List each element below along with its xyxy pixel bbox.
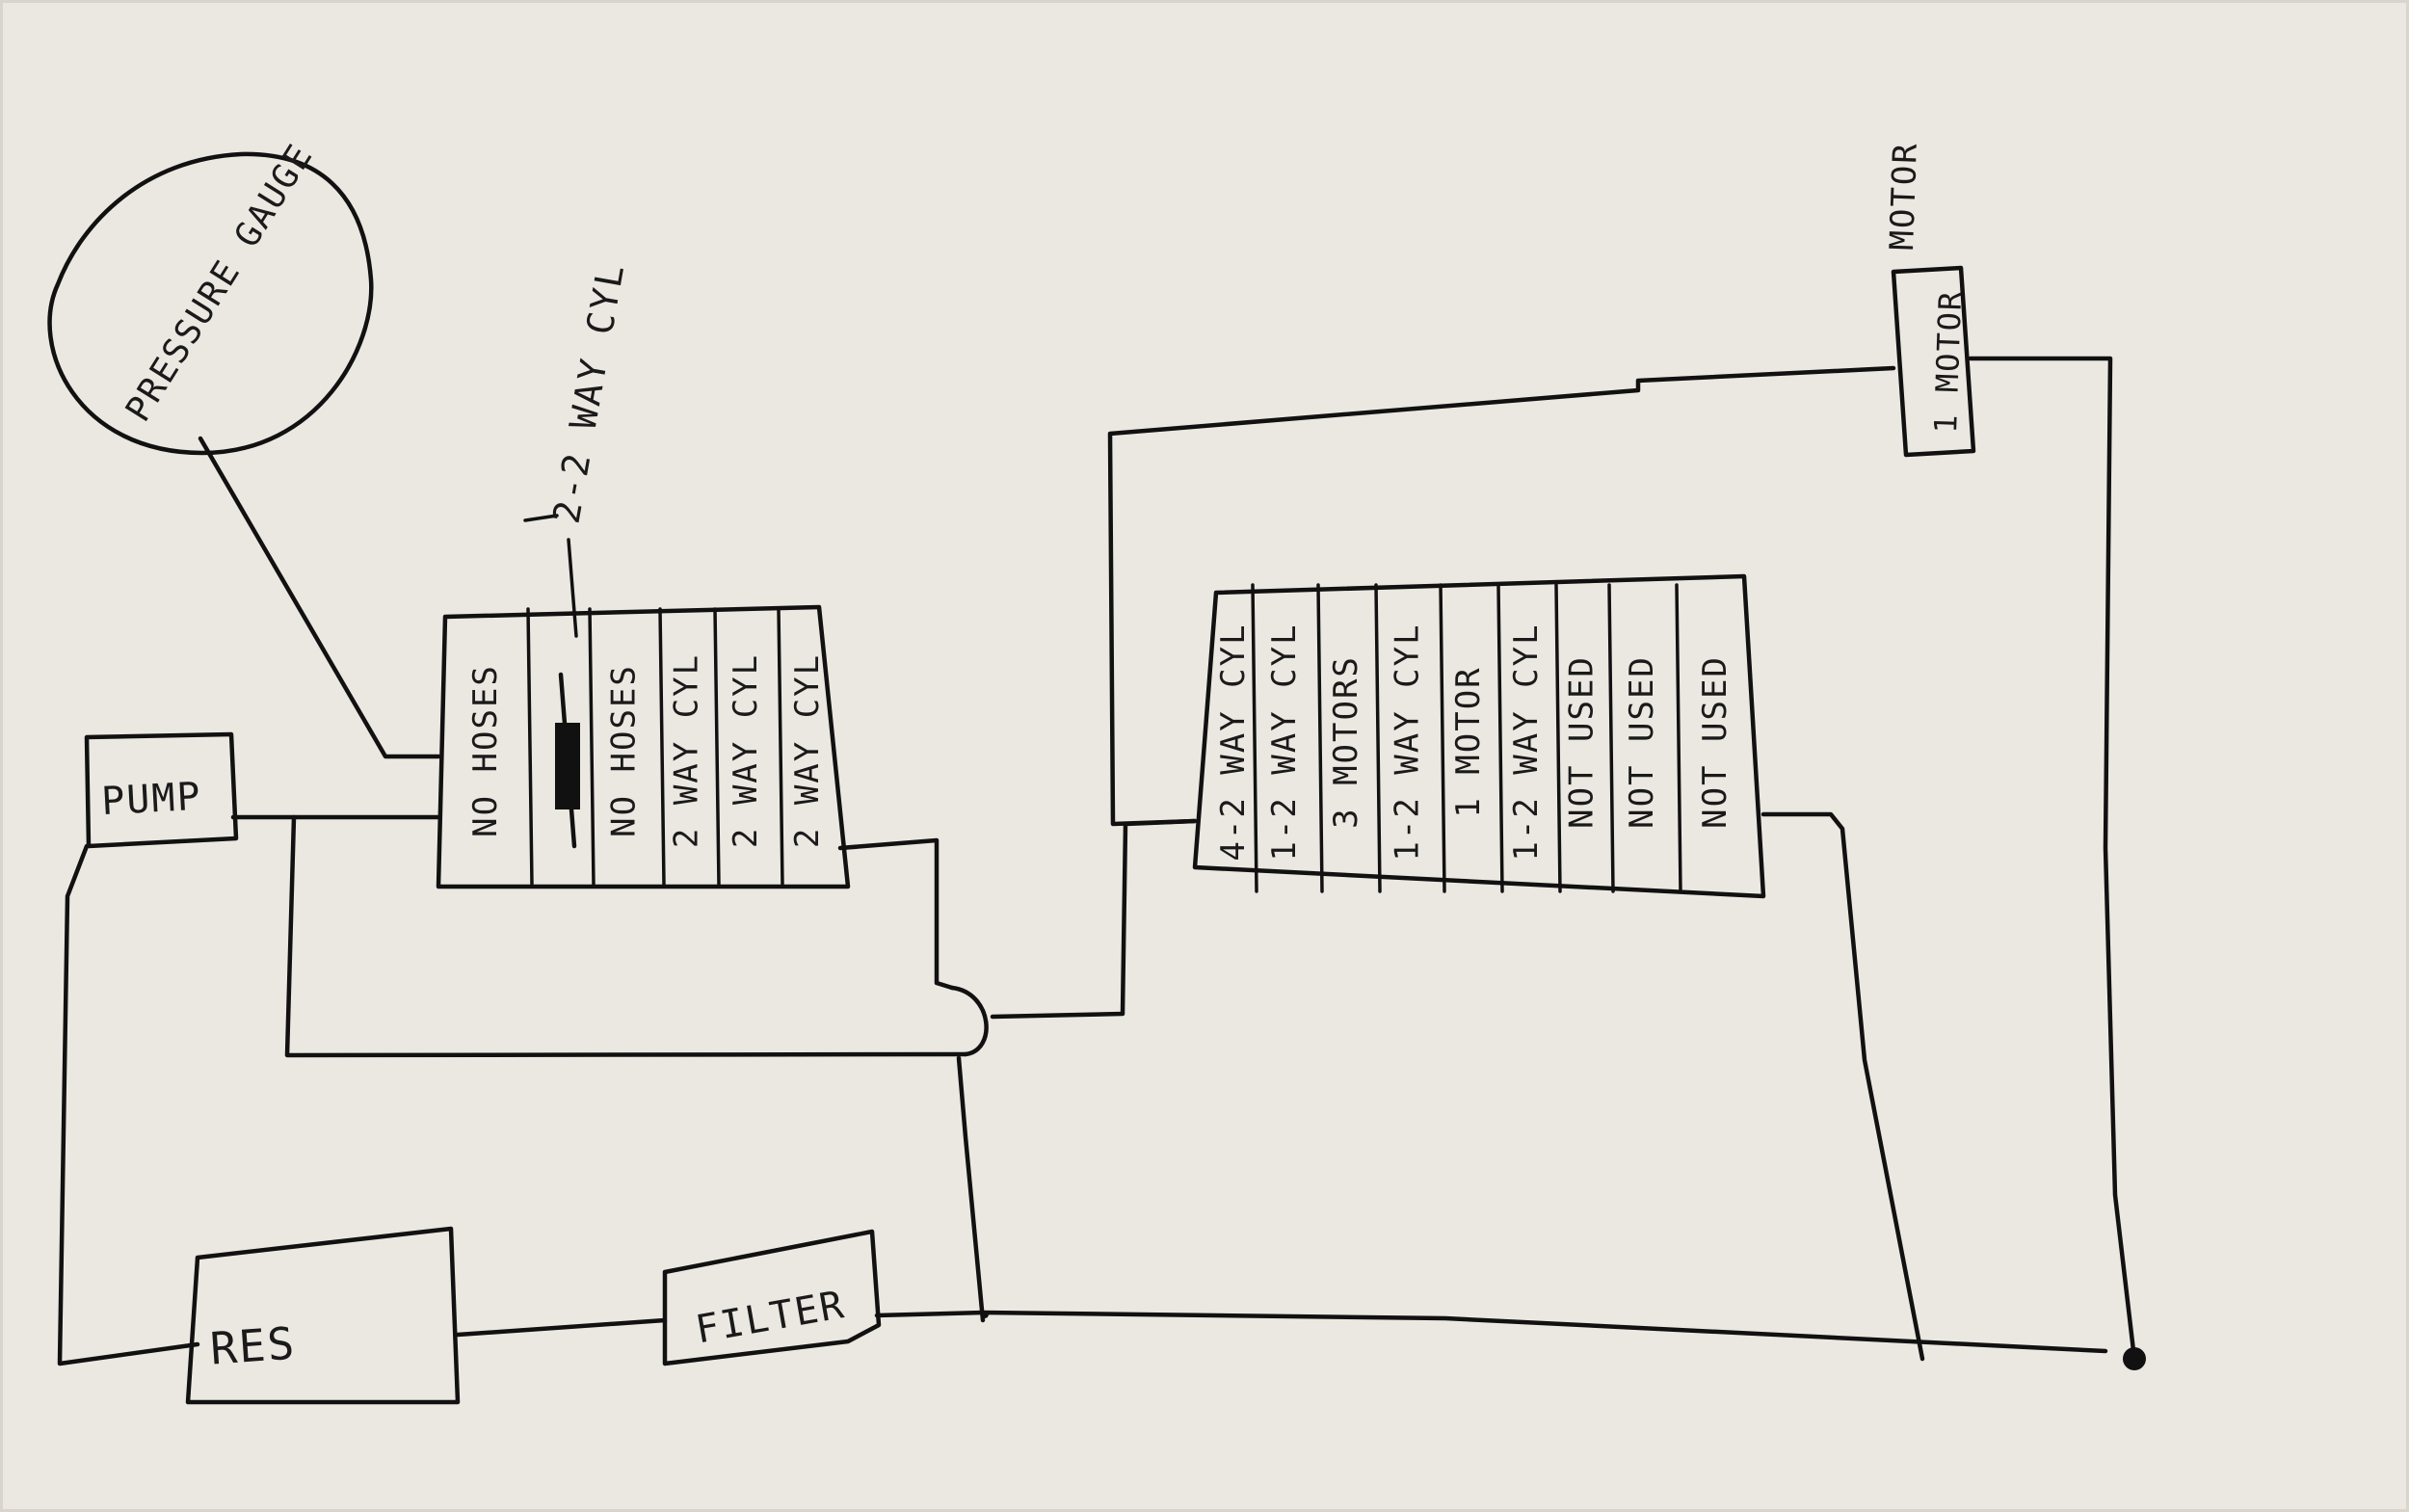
motor-box: [1891, 265, 1976, 458]
reservoir: RES: [185, 1226, 461, 1405]
right-bank-section-label: 1 MOTOR: [1449, 666, 1488, 817]
right-bank-divider: [1439, 583, 1446, 893]
motor-return-line: [1968, 356, 2137, 1362]
left-bank-section-label: NO HOSES: [605, 664, 644, 837]
crossover-bump: [949, 985, 989, 1057]
right-bank-section-label: NOT USED: [1623, 655, 1661, 829]
return-main-line: [874, 1310, 2108, 1354]
left-valve-bank: NO HOSES NO HOSES 2 WAY CYL 2 WAY CYL 2 WAY …: [436, 604, 851, 889]
scribbled-out-block: [555, 723, 580, 809]
left-bank-divider: [658, 607, 666, 887]
right-bank-section-label: NOT USED: [1563, 655, 1602, 829]
right-valve-bank: 4-2 WAY CYL 1-2 WAY CYL 3 MOTORS 1-2 WAY CY…: [1192, 573, 1766, 899]
annotation-leader-drop: [567, 538, 578, 638]
res-to-pump-line: [57, 843, 200, 1366]
pump-box: [84, 731, 239, 849]
left-bank-divider: [777, 607, 784, 887]
left-bank-outline: [436, 604, 851, 889]
filter-to-res-line: [455, 1317, 668, 1338]
junction-mark: [981, 1311, 989, 1318]
left-bank-section-label: 2 WAY CYL: [668, 653, 706, 848]
left-bank-section-label: NO HOSES: [466, 664, 505, 837]
junction-dot: [2123, 1347, 2146, 1370]
right-bank-divider: [1554, 583, 1562, 893]
right-bank-outline: [1192, 573, 1766, 899]
filter-box: [662, 1229, 882, 1366]
center-return-riser: [956, 1055, 986, 1323]
right-bank-divider: [1675, 583, 1682, 893]
right-bank-divider: [1607, 583, 1615, 893]
reservoir-label: RES: [208, 1316, 298, 1374]
right-bank-section-label: 1-2 WAY CYL: [1389, 623, 1427, 861]
right-bank-section-label: 1-2 WAY CYL: [1265, 623, 1304, 861]
motor-label: MOTOR: [1883, 142, 1925, 252]
gauge-line: [198, 436, 441, 759]
right-bank-to-motor-line: [1107, 365, 1896, 827]
right-bank-section-label: NOT USED: [1696, 655, 1734, 829]
right-bank-section-label: 3 MOTORS: [1327, 655, 1365, 829]
pump-label: PUMP: [100, 775, 203, 824]
left-bank-section-label: 2 WAY CYL: [727, 653, 765, 848]
right-bank-section-label: 1-2 WAY CYL: [1507, 623, 1546, 861]
right-bank-divider: [1251, 583, 1258, 893]
left-bank-outlet-line: [837, 837, 955, 991]
left-bank-section-label: 2 WAY CYL: [788, 653, 827, 848]
annotation-leader-line: [523, 514, 559, 522]
pump: PUMP: [84, 731, 239, 849]
left-bypass-loop: [284, 814, 968, 1058]
reservoir-box: [185, 1226, 461, 1405]
left-bank-divider: [588, 607, 596, 887]
left-bank-divider: [526, 607, 534, 887]
right-bank-outlet-line: [1760, 811, 1925, 1362]
motor: MOTOR 1 MOTOR: [1883, 142, 1976, 458]
pressure-gauge-circle: [47, 151, 374, 456]
right-bank-divider: [1316, 583, 1324, 893]
motor-box-label: 1 MOTOR: [1927, 289, 1969, 434]
right-bank-divider: [1374, 583, 1382, 893]
right-bank-section-label: 4-2 WAY CYL: [1214, 623, 1253, 861]
right-bank-divider: [1496, 583, 1504, 893]
left-bank-divider: [713, 607, 721, 887]
hose-lines: [57, 356, 2146, 1370]
